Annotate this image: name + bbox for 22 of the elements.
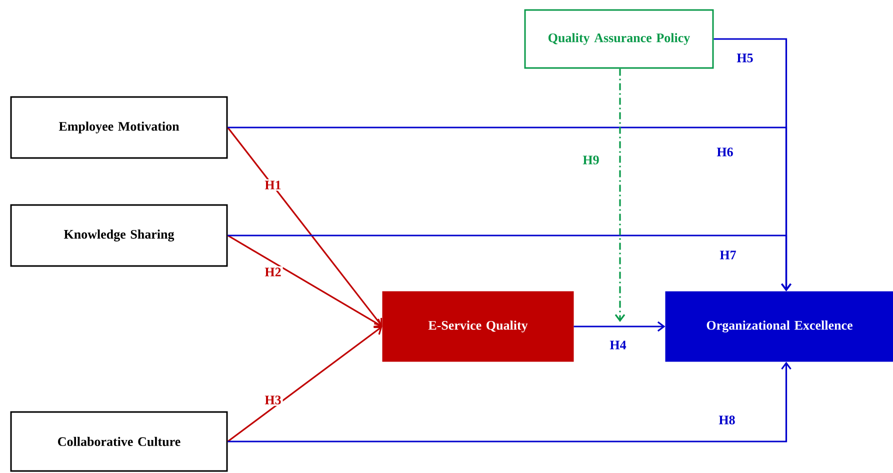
edge-label: H9	[581, 154, 601, 166]
moderator-box: Quality Assurance Policy	[524, 9, 714, 69]
edge-label: H1	[263, 179, 283, 191]
arrow	[228, 234, 792, 292]
edge-label: H7	[718, 249, 738, 261]
variable-box: Collaborative Culture	[10, 411, 228, 472]
edge-label: H5	[735, 52, 755, 64]
variable-box: Employee Motivation	[10, 96, 228, 159]
edge-label: H2	[263, 266, 283, 278]
arrow	[227, 234, 382, 328]
edge-label: H8	[717, 414, 737, 426]
variable-box: Knowledge Sharing	[10, 204, 228, 267]
edge-label: H3	[263, 394, 283, 406]
arrow	[227, 127, 382, 326]
arrow	[574, 321, 666, 332]
outcome-box: Organizational Excellence	[665, 291, 893, 362]
arrow	[228, 362, 792, 442]
edge-label: H4	[608, 339, 628, 351]
arrow	[227, 326, 382, 442]
arrow	[614, 68, 626, 322]
mediator-box: E-Service Quality	[382, 291, 574, 362]
edge-label: H6	[715, 146, 735, 158]
